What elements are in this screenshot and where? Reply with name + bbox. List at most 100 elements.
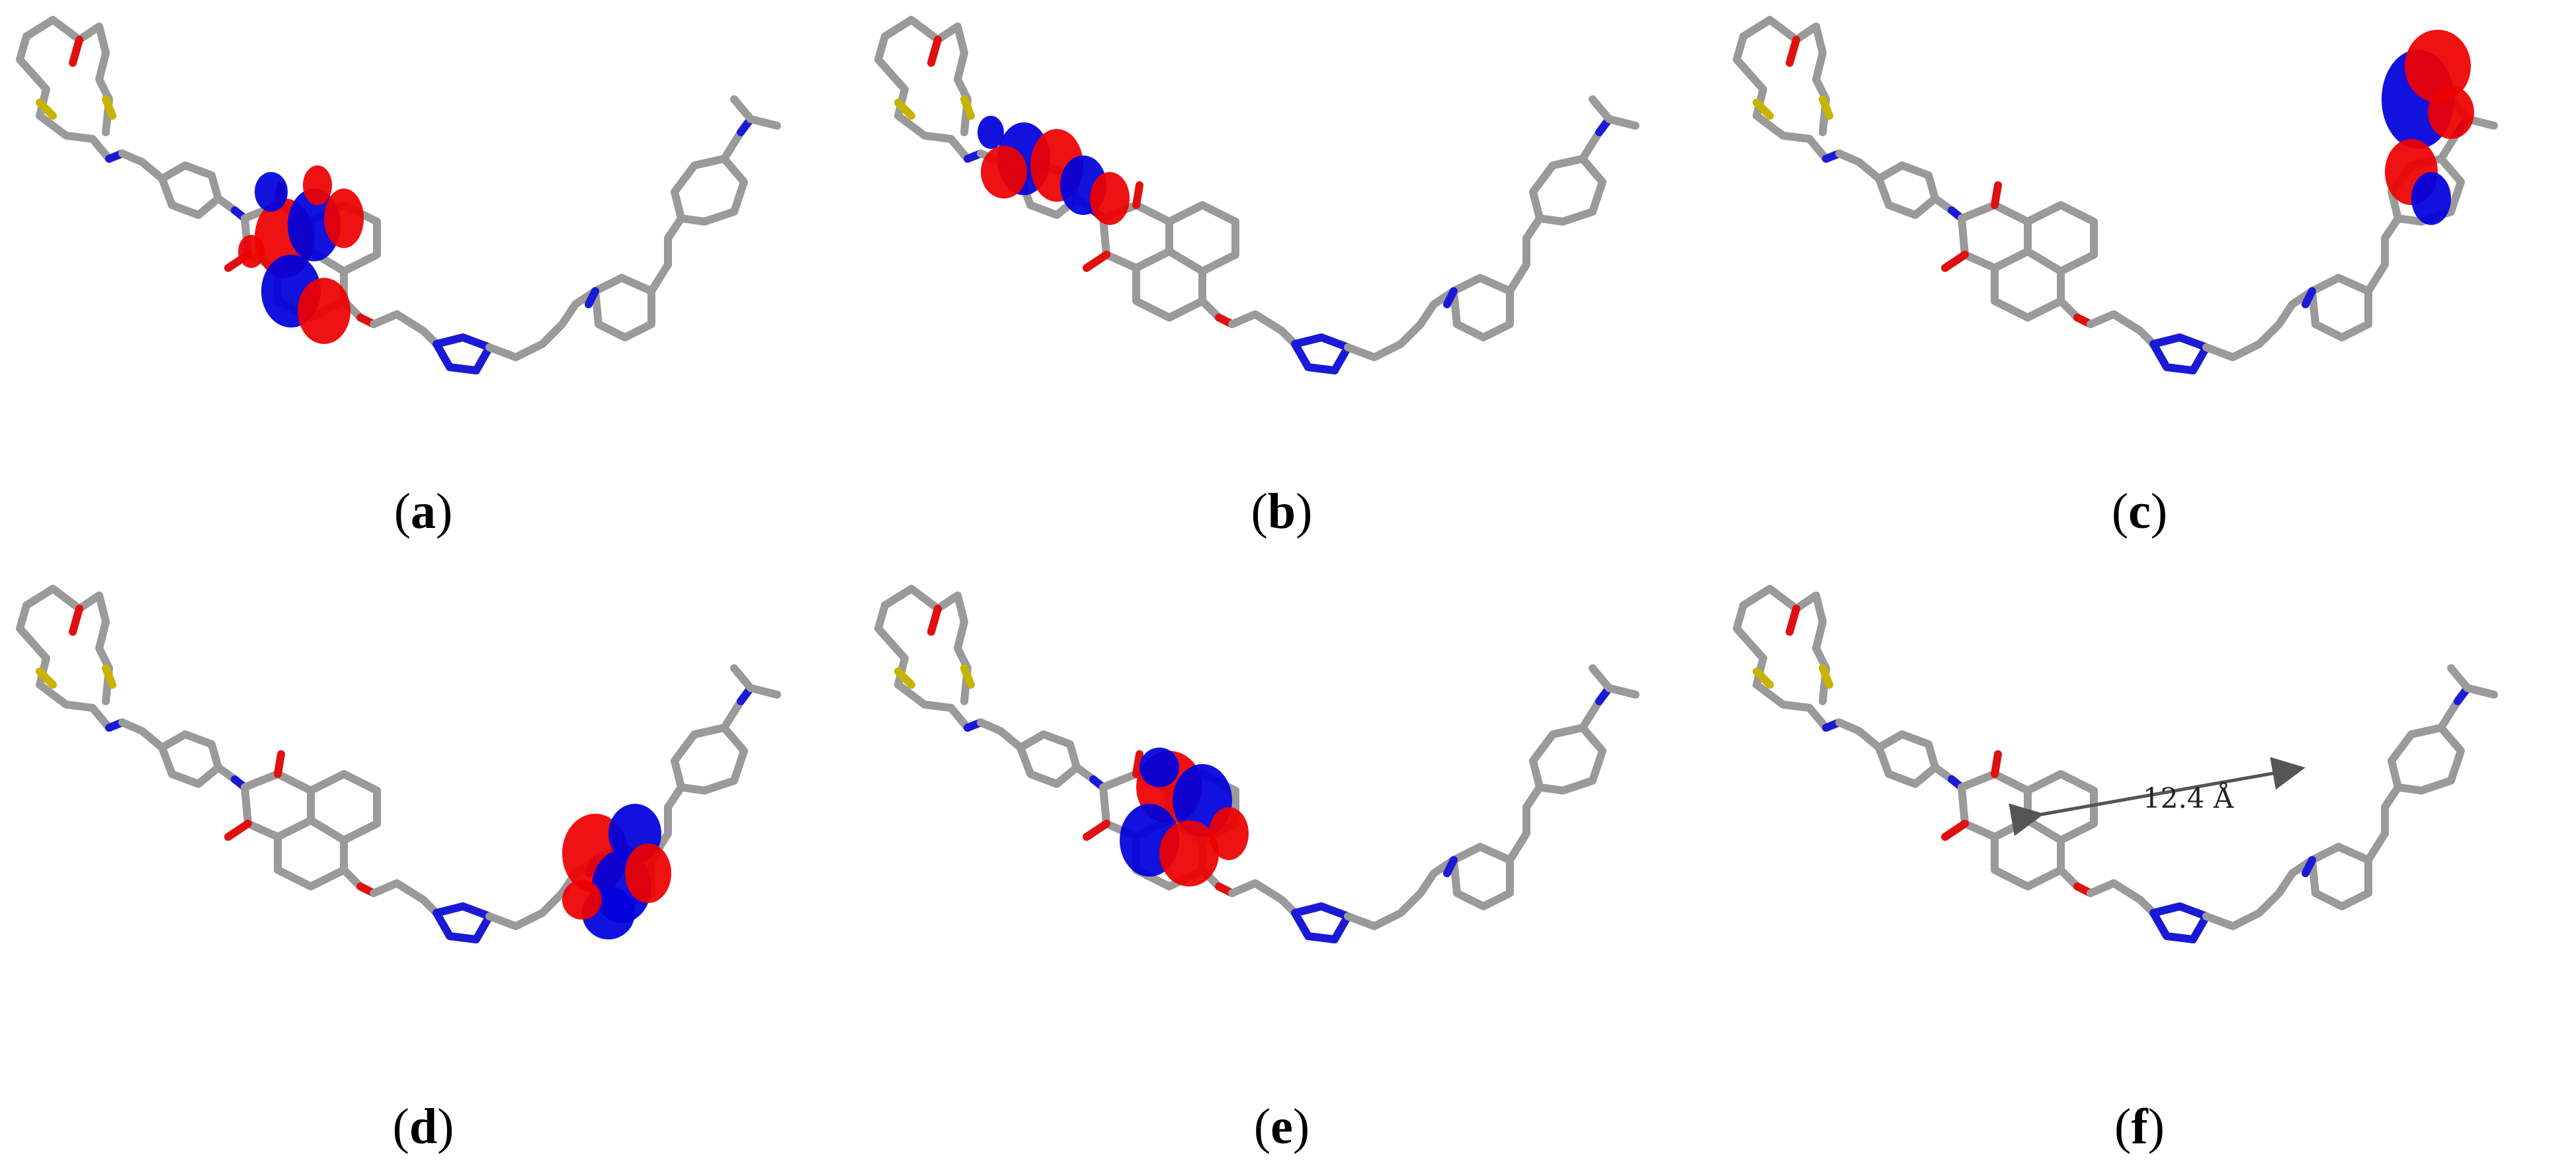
bond-c-12 [2024, 201, 2098, 275]
bond-e-18 [1228, 879, 1299, 917]
bond-b-12 [1165, 201, 1239, 275]
bond-f-13 [1991, 833, 2065, 890]
panel-d-caption: (d) [392, 1099, 454, 1154]
bond-e-19 [1291, 902, 1352, 943]
bond-d-15 [224, 820, 252, 841]
bond-c-19 [2149, 333, 2210, 374]
orbital-lobe-b-5 [977, 116, 1004, 149]
panel-a-label: a [411, 484, 436, 539]
bond-b-4 [960, 95, 975, 120]
bond-b-0 [874, 32, 972, 163]
panel-a-caption: (a) [394, 484, 453, 539]
bond-d-12 [307, 770, 381, 844]
bond-e-3 [894, 668, 915, 689]
panel-c-label: c [2128, 484, 2151, 539]
orbital-lobe-c-3 [2411, 172, 2451, 225]
bond-a-18 [370, 310, 440, 348]
bond-b-20 [1344, 287, 1458, 361]
bond-f-8 [1855, 727, 1883, 752]
bond-f-21 [2308, 843, 2372, 910]
molecule-a [16, 16, 781, 374]
bond-e-27 [1589, 664, 1613, 692]
bond-f-27 [2447, 664, 2472, 692]
panel-e-molecule [874, 585, 1640, 943]
bond-b-21 [1450, 274, 1514, 341]
molecule-c [1733, 16, 2498, 374]
bond-e-15 [1083, 820, 1110, 841]
bond-e-8 [997, 727, 1024, 752]
bond-e-21 [1450, 843, 1514, 910]
bond-b-22 [1443, 287, 1458, 308]
molecule-d [16, 585, 781, 943]
bond-f-7 [1875, 730, 1939, 788]
orbital-lobe-a-4 [298, 278, 351, 344]
bond-c-3 [1753, 99, 1774, 120]
bond-c-4 [1819, 95, 1833, 120]
bond-c-7 [1875, 161, 1939, 219]
orbital-lobe-d-5 [562, 880, 602, 920]
bond-f-18 [2087, 879, 2157, 917]
orbital-lobe-a-5 [255, 172, 288, 212]
bond-e-14 [1132, 750, 1143, 778]
bond-e-22 [1443, 856, 1458, 877]
bond-b-19 [1291, 333, 1352, 374]
bond-a-8 [138, 158, 166, 183]
panel-d-molecule [16, 585, 781, 943]
bond-d-0 [16, 601, 113, 732]
bond-d-13 [274, 833, 348, 890]
bond-a-28 [747, 115, 781, 130]
bond-f-20 [2202, 856, 2316, 930]
orbital-lobe-a-6 [303, 165, 332, 205]
bond-f-25 [2437, 697, 2462, 732]
bond-d-28 [747, 684, 781, 699]
orbital-lobe-c-4 [2428, 86, 2474, 139]
bond-a-23 [647, 214, 685, 295]
orbital-lobe-e-4 [1209, 807, 1249, 860]
bond-d-19 [433, 902, 493, 943]
bond-c-13 [1991, 264, 2065, 322]
bond-a-20 [485, 287, 599, 361]
bond-c-18 [2087, 310, 2157, 348]
bond-f-22 [2302, 856, 2316, 877]
bond-c-11 [1958, 201, 2032, 272]
molecule-f [1733, 585, 2498, 943]
bond-d-14 [274, 750, 285, 778]
bond-a-19 [433, 333, 493, 374]
panel-f-label: f [2131, 1099, 2148, 1154]
bond-d-8 [138, 727, 166, 752]
panel-d-label: d [409, 1099, 438, 1154]
bond-f-19 [2149, 902, 2210, 943]
bond-f-3 [1753, 668, 1774, 689]
orbital-lobes-e [1120, 748, 1249, 886]
bond-c-22 [2302, 287, 2316, 308]
bond-a-22 [585, 287, 599, 308]
bond-b-23 [1506, 214, 1544, 295]
panel-e-label: e [1270, 1099, 1293, 1154]
bond-f-11 [1958, 770, 2032, 841]
orbital-lobe-a-2 [324, 189, 364, 248]
panel-c-molecule [1733, 16, 2498, 374]
bond-b-14 [1132, 181, 1143, 209]
bond-e-28 [1605, 684, 1640, 699]
distance-arrow [2009, 757, 2306, 836]
bond-a-4 [102, 95, 116, 120]
orbital-lobe-e-5 [1140, 748, 1179, 787]
orbital-lobes-d [562, 804, 671, 939]
orbital-lobes-c [2382, 30, 2474, 225]
bond-b-18 [1228, 310, 1299, 348]
panel-f-caption: (f) [2114, 1099, 2165, 1154]
bond-d-25 [720, 697, 745, 732]
panel-b-caption: (b) [1251, 484, 1313, 539]
orbital-lobe-a-7 [238, 235, 265, 268]
bond-c-21 [2308, 274, 2372, 341]
bond-b-24 [1529, 155, 1606, 226]
bond-a-25 [720, 128, 745, 163]
bond-e-25 [1579, 697, 1603, 732]
panel-b-label: b [1267, 484, 1296, 539]
bond-e-0 [874, 601, 972, 732]
bond-e-7 [1017, 730, 1081, 788]
bond-a-27 [730, 95, 755, 123]
bond-c-14 [1991, 181, 2002, 209]
bond-f-4 [1819, 664, 1833, 689]
bond-d-23 [647, 783, 685, 864]
